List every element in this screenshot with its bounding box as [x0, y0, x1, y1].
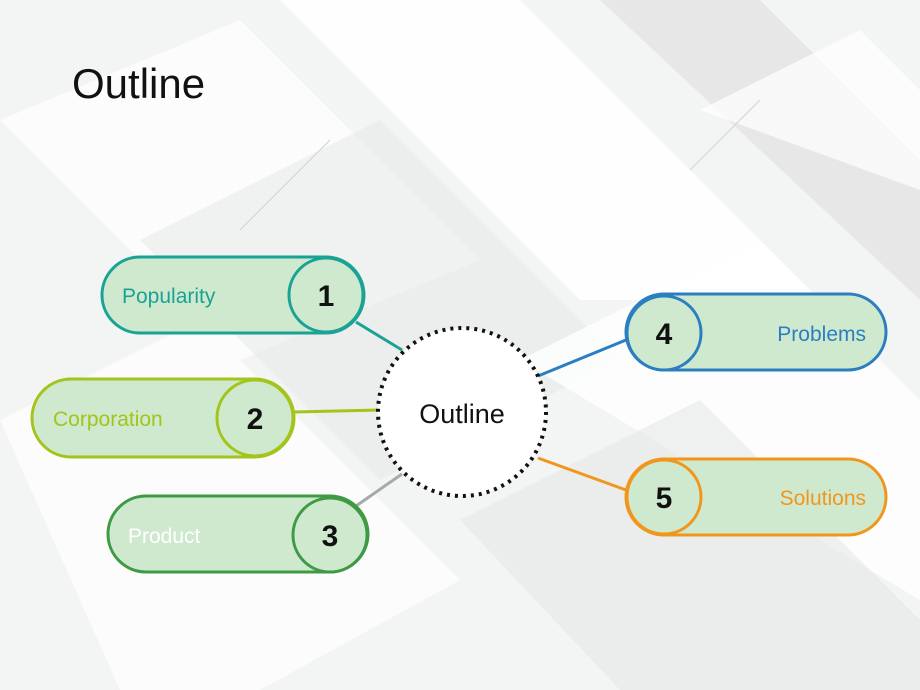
item-number-2: 2 — [247, 403, 264, 436]
connector-line-4 — [537, 338, 627, 378]
item-number-3: 3 — [322, 520, 339, 553]
number-badge-1 — [287, 256, 365, 334]
item-label-3: Product — [128, 525, 201, 548]
item-label-4: Problems — [777, 323, 866, 346]
center-node — [376, 326, 548, 498]
number-badge-3 — [291, 496, 369, 574]
number-badge-2 — [215, 378, 295, 458]
connector-line-1 — [355, 320, 403, 352]
number-badge-5 — [625, 458, 703, 536]
connector-line-3 — [355, 472, 403, 508]
item-label-1: Popularity — [122, 285, 216, 308]
center-label: Outline — [419, 399, 505, 429]
item-number-5: 5 — [656, 482, 673, 515]
item-number-1: 1 — [318, 280, 335, 313]
item-label-5: Solutions — [780, 487, 866, 510]
number-badge-4 — [625, 294, 703, 372]
connector-line-5 — [537, 456, 627, 492]
connector-line-2 — [293, 408, 381, 414]
item-number-4: 4 — [656, 318, 673, 351]
item-label-2: Corporation — [53, 408, 163, 431]
slide-title: Outline — [72, 60, 206, 107]
